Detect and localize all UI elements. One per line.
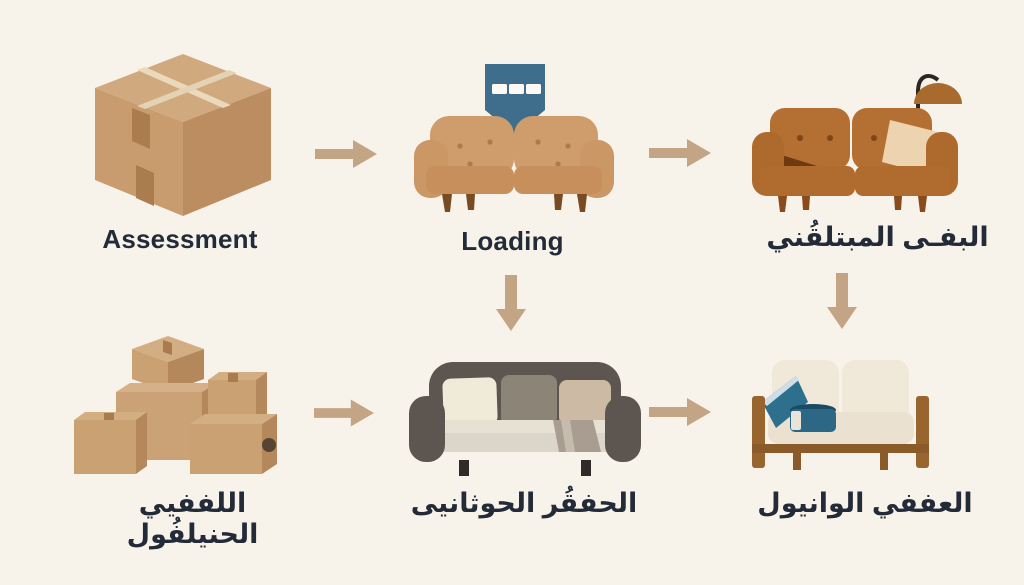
gray-sofa-illustration: [403, 358, 647, 480]
sofa-lamp-icon: [752, 74, 962, 212]
beige-pillow: [559, 380, 611, 425]
arrow-down-icon: [827, 273, 857, 334]
step-label-5: الحفقُر الحوثانيى: [410, 488, 638, 518]
arrow-right-icon: [649, 139, 711, 172]
box-stack-illustration: [68, 328, 286, 478]
cream-pillow: [882, 120, 938, 174]
arrow-right-icon: [315, 140, 377, 173]
teal-book: [762, 376, 808, 428]
step-label-6: العففي الوانيول: [757, 488, 973, 518]
sofa-lamp-illustration: [742, 58, 968, 218]
step-label-3: البفـى المبتلقُني: [766, 222, 989, 252]
sofa-loading-illustration: [408, 58, 620, 218]
step-label-assessment: Assessment: [102, 224, 258, 254]
arrow-right-icon: [649, 398, 711, 431]
cardboard-box-illustration: [85, 48, 281, 218]
sofa-loading-icon: [414, 64, 614, 212]
gray-sofa-icon: [409, 362, 641, 476]
step-label-loading: Loading: [461, 226, 564, 256]
taupe-pillow: [501, 375, 557, 425]
wood-sofa-illustration: [738, 352, 950, 478]
arrow-down-icon: [496, 275, 526, 336]
cardboard-box-icon: [95, 54, 271, 216]
wood-sofa-icon: [752, 360, 929, 470]
throw-blanket: [553, 420, 601, 452]
brown-sofa: [752, 108, 958, 212]
tan-sofa: [414, 116, 614, 212]
box-stack-icon: [74, 336, 277, 474]
step-label-4: اللففيي الحنيلفُول: [126, 488, 259, 549]
cream-pillow: [442, 377, 498, 426]
arrow-right-icon: [314, 399, 374, 432]
